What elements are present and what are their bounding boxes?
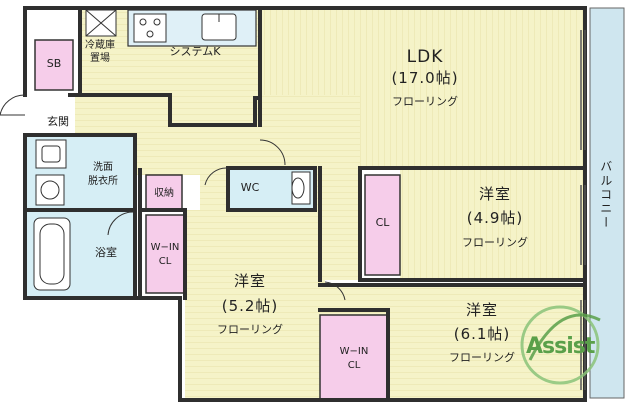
western3-floor-type: フローリング [449,351,515,364]
storage-label: 収納 [154,188,174,199]
bath-label: 浴室 [95,246,117,259]
door-swings [107,139,346,301]
wic1-label-2: CL [158,256,172,267]
western1-size: (4.9帖) [466,209,524,227]
washroom-label-2: 脱衣所 [88,176,118,187]
wic2-label-2: CL [347,360,361,371]
assist-logo [520,305,601,385]
bathtub-icon [33,217,71,291]
kitchen-label: システムK [169,45,221,58]
western1-floor [400,170,585,280]
western2-name: 洋室 [233,272,266,290]
washroom-label: 洗面 [93,162,113,173]
cl1-storage [364,174,401,276]
western3-name: 洋室 [465,301,498,319]
wic2-storage [319,314,389,401]
washbasin-icon [35,139,67,169]
logo-text: Assist [526,334,595,359]
genkan-floor [35,95,75,135]
wic1-storage [145,214,185,294]
sink-icon [201,13,237,41]
toilet-icon [291,171,311,205]
western3-size: (6.1帖) [453,325,511,343]
ldk-floor-type: フローリング [392,95,458,108]
ldk-size: (17.0帖) [391,69,459,87]
fridge-label-2: 置場 [90,53,110,64]
western1-name: 洋室 [478,185,511,203]
ldk-name: LDK [406,47,444,67]
walls [23,6,587,402]
wc-label: WC [240,181,260,194]
fridge-label: 冷蔵庫 [85,40,115,51]
cl1-label: CL [375,216,390,229]
fridge-icon [85,9,117,37]
stove-icon [133,13,167,43]
western2-floor [185,210,325,400]
western1-floor-type: フローリング [462,236,528,249]
wic2-label: W−IN [339,346,369,357]
western2-floor-type: フローリング [217,323,283,336]
sb-storage [34,39,74,91]
washing-machine-icon [35,174,65,206]
western2-size: (5.2帖) [221,297,279,315]
entrance-door [0,94,26,116]
wic1-label: W−IN [150,242,180,253]
genkan-label: 玄関 [47,115,69,128]
sb-label: SB [46,57,62,70]
balcony-label: バルコニー [598,160,613,230]
